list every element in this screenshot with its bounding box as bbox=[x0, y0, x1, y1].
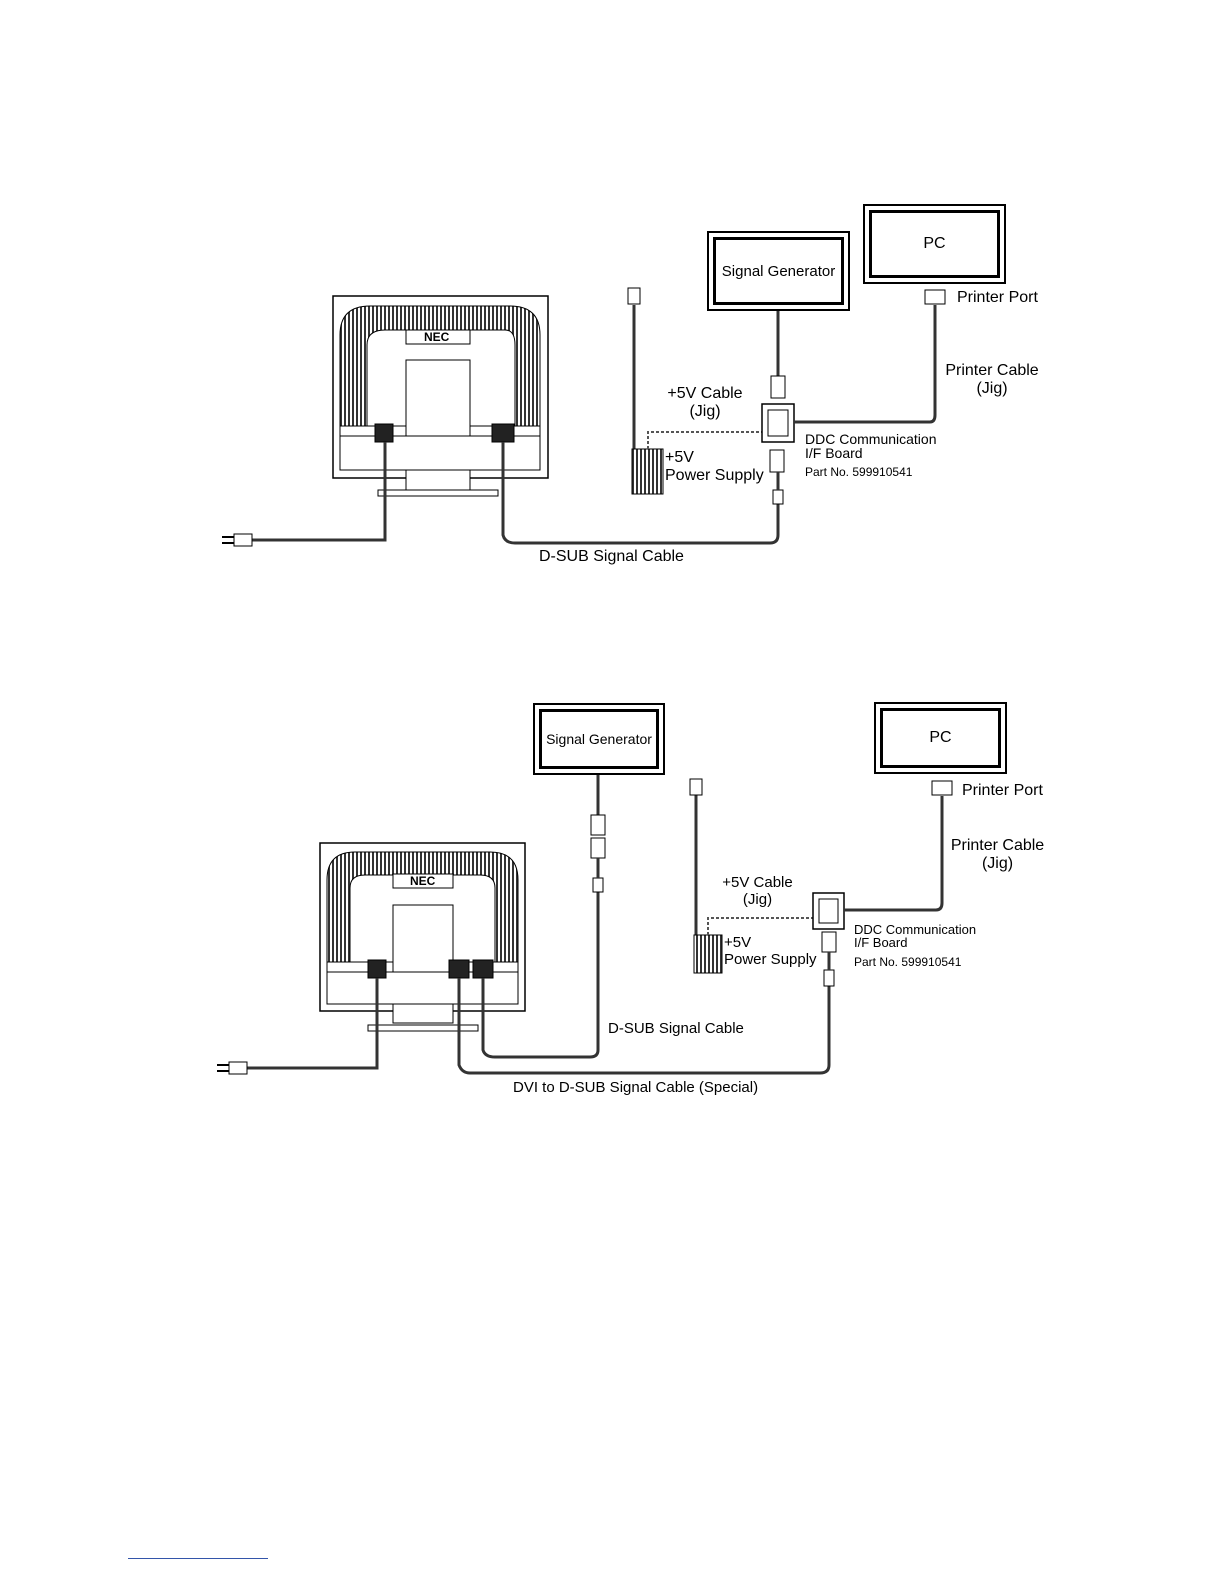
signal-generator-box-2: Signal Generator bbox=[533, 703, 665, 775]
dsub-cable-label-2: D-SUB Signal Cable bbox=[608, 1020, 744, 1037]
power-supply-text-2: Power Supply bbox=[724, 951, 817, 969]
pc-box-1: PC bbox=[863, 204, 1006, 284]
diagram-2-drawing bbox=[217, 774, 953, 1075]
monitor-logo-2: NEC bbox=[410, 874, 436, 888]
signal-generator-box-1: Signal Generator bbox=[707, 231, 850, 311]
power-plug-left-2 bbox=[217, 1061, 248, 1075]
printer-cable-text-1: Printer Cable bbox=[945, 362, 1039, 379]
power-supply-volt-2: +5V bbox=[724, 934, 752, 951]
ddc-board-if-2: I/F Board bbox=[854, 934, 908, 950]
ddc-board-if-1: I/F Board bbox=[805, 445, 863, 462]
printer-cable-label-1: Printer Cable (Jig) bbox=[937, 362, 1047, 399]
ddc-board-label-2: DDC Communication I/F Board bbox=[854, 922, 977, 951]
dsub-cable-label-1: D-SUB Signal Cable bbox=[539, 548, 684, 565]
ddc-board-label-1: DDC Communication I/F Board bbox=[805, 431, 936, 461]
signal-generator-label-2: Signal Generator bbox=[546, 731, 652, 747]
monitor-logo-1: NEC bbox=[424, 330, 450, 344]
printer-cable-text-2: Printer Cable bbox=[950, 837, 1045, 854]
part-number-1: Part No. 599910541 bbox=[805, 465, 913, 479]
dvi-dsub-cable-label-2: DVI to D-SUB Signal Cable (Special) bbox=[513, 1079, 759, 1096]
printer-cable-jig-2: (Jig) bbox=[981, 855, 1014, 873]
plus5v-cable-text-2: +5V Cable bbox=[722, 874, 793, 891]
part-number-2: Part No. 599910541 bbox=[854, 955, 962, 969]
printer-cable-label-2: Printer Cable (Jig) bbox=[945, 837, 1050, 874]
ddc-board-text-1: DDC Communication bbox=[805, 431, 937, 447]
printer-port-label-2: Printer Port bbox=[962, 782, 1043, 799]
pc-label-1: PC bbox=[923, 235, 946, 252]
power-supply-label-2: +5V Power Supply bbox=[724, 934, 817, 969]
printer-cable-jig-1: (Jig) bbox=[976, 380, 1008, 398]
plus5v-cable-label-1: +5V Cable (Jig) bbox=[655, 385, 755, 422]
plus5v-cable-jig-2: (Jig) bbox=[742, 891, 773, 909]
pc-box-2: PC bbox=[874, 702, 1007, 774]
diagram-1-drawing bbox=[222, 287, 946, 547]
signal-generator-label-1: Signal Generator bbox=[721, 262, 836, 280]
power-plug-left-1 bbox=[222, 533, 253, 547]
power-supply-volt-1: +5V bbox=[665, 449, 694, 466]
footer-rule bbox=[128, 1558, 268, 1559]
monitor-rear-2 bbox=[319, 842, 526, 1032]
power-supply-text-1: Power Supply bbox=[665, 467, 764, 485]
plus5v-cable-jig-1: (Jig) bbox=[689, 403, 721, 421]
plus5v-cable-text-1: +5V Cable bbox=[667, 385, 743, 402]
pc-label-2: PC bbox=[929, 729, 952, 746]
monitor-rear-1 bbox=[332, 295, 549, 497]
ddc-board-text-2: DDC Communication bbox=[854, 922, 977, 937]
plus5v-cable-label-2: +5V Cable (Jig) bbox=[710, 874, 805, 909]
power-supply-label-1: +5V Power Supply bbox=[665, 449, 764, 486]
printer-port-label-1: Printer Port bbox=[957, 289, 1038, 306]
